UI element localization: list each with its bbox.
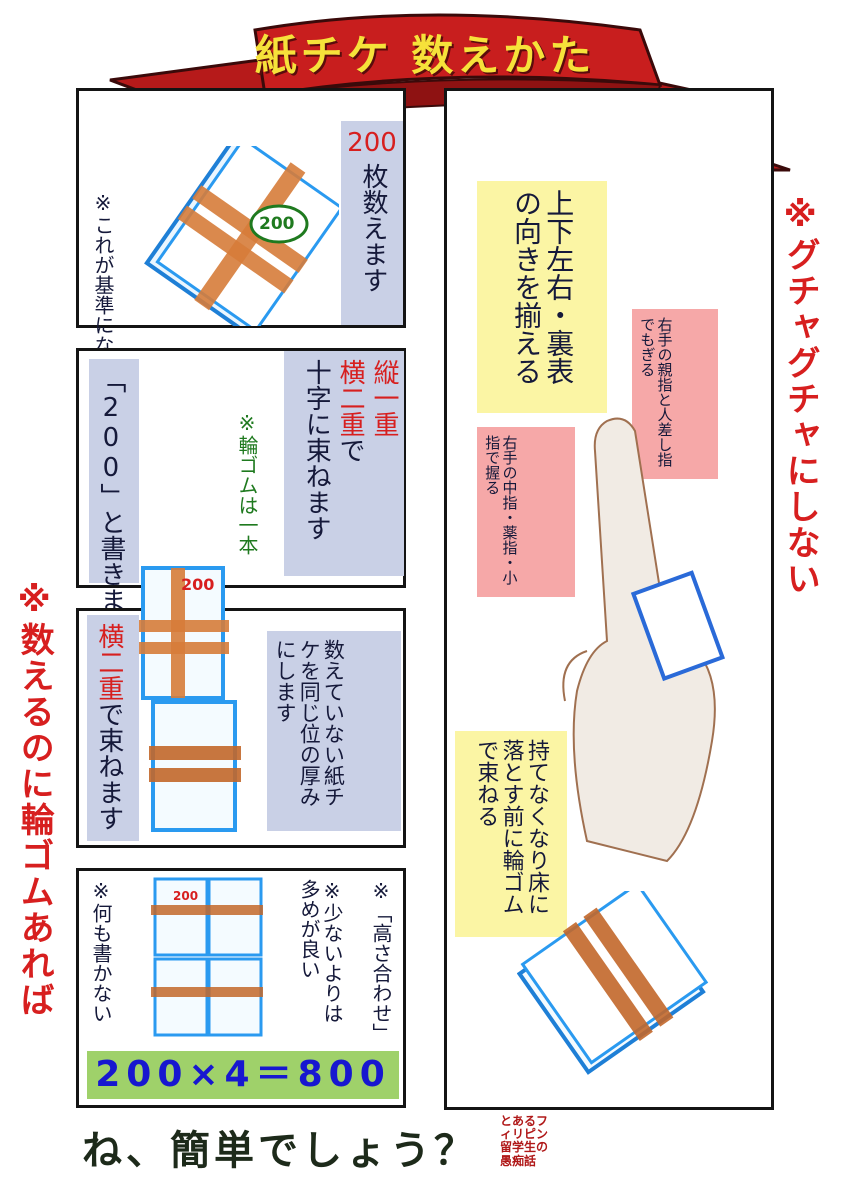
panel-cross-bind: 「200」と書きます ※輪ゴムは一本 縦一重 横二重で 十字に束ねます <box>76 348 406 639</box>
bundle-illustration <box>517 891 709 1075</box>
vertical-single-text: 縦一重 <box>369 359 399 437</box>
horizontal-double-label: 横二重 <box>93 623 124 701</box>
count-200-label: 200 枚数えます <box>341 121 403 325</box>
panel-height-match: ※何も書かない 200 ※少ないよりは多めが良い ※「高さ合わせ」 200×4＝… <box>76 868 406 1108</box>
count-200-number: 200 <box>347 128 397 158</box>
horizontal-bind-suffix: で束ねます <box>93 701 124 831</box>
equation-bar: 200×4＝800 <box>87 1051 399 1099</box>
write-200-text: 「200」と書きます <box>95 367 126 639</box>
horizontal-double-suffix: で <box>335 437 366 463</box>
rubber-band-note: ※輪ゴムは一本 <box>235 411 259 555</box>
align-orientation-text: 上下左右・裏表の向きを揃える <box>510 189 576 385</box>
panel-200-sheets: ※これが基準になる 200 200 枚数えます <box>76 88 406 375</box>
align-orientation-box: 上下左右・裏表の向きを揃える <box>477 181 607 413</box>
no-writing-note: ※何も書かない <box>89 879 113 1023</box>
cross-bind-box: 縦一重 横二重で 十字に束ねます <box>284 351 404 576</box>
more-is-better-note: ※少ないよりは多めが良い <box>297 879 344 1023</box>
panel-horizontal-bind: 横二重で束ねます 数えていない紙チケを同じ位の厚みにします <box>76 608 406 848</box>
ticket-stack-illustration <box>144 146 339 326</box>
equal-thickness-box: 数えていない紙チケを同じ位の厚みにします <box>267 631 401 831</box>
hand-illustration <box>562 417 726 863</box>
horizontal-double-text: 横二重 <box>335 359 366 437</box>
bundle-before-drop-text: 持てなくなり床に落とす前に輪ゴムで束ねる <box>473 739 549 915</box>
height-match-note: ※「高さ合わせ」 <box>369 879 393 1043</box>
bundle-before-drop-box: 持てなくなり床に落とす前に輪ゴムで束ねる <box>455 731 567 937</box>
footer-text: ね、簡単でしょう？ <box>82 1128 478 1174</box>
page-title: 紙チケ 数えかた <box>254 31 596 80</box>
badge-200: 200 <box>259 214 295 234</box>
thumb-index-box: 右手の親指と人差し指でもぎる <box>632 309 718 479</box>
baseline-note: ※これが基準になる <box>91 191 115 375</box>
equation-text: 200×4＝800 <box>95 1054 391 1095</box>
equal-thickness-text: 数えていない紙チケを同じ位の厚みにします <box>273 639 346 807</box>
rubber-band-caption: ※数えるのに輪ゴムあれば <box>14 580 55 1018</box>
no-mess-caption: ※グチャグチャにしない <box>780 195 821 597</box>
horizontal-bind-box: 横二重で束ねます <box>87 615 139 841</box>
count-200-text: 枚数えます <box>357 162 388 293</box>
middle-fingers-text: 右手の中指・薬指・小指で握る <box>483 435 519 585</box>
stacked-bundles-illustration <box>139 566 241 832</box>
panel-holding-method: 上下左右・裏表の向きを揃える 右手の親指と人差し指でもぎる 右手の中指・薬指・小… <box>444 88 774 1110</box>
thumb-index-text: 右手の親指と人差し指でもぎる <box>638 317 674 467</box>
four-bundles-illustration <box>151 877 263 1037</box>
badge-200-four: 200 <box>173 889 199 903</box>
badge-200-stack: 200 <box>181 575 215 594</box>
cross-bind-text: 十字に束ねます <box>301 359 332 541</box>
write-200-box: 「200」と書きます <box>89 359 139 639</box>
site-logo: とあるフィリピン留学生の愚痴話 <box>500 1114 549 1168</box>
middle-fingers-box: 右手の中指・薬指・小指で握る <box>477 427 575 597</box>
